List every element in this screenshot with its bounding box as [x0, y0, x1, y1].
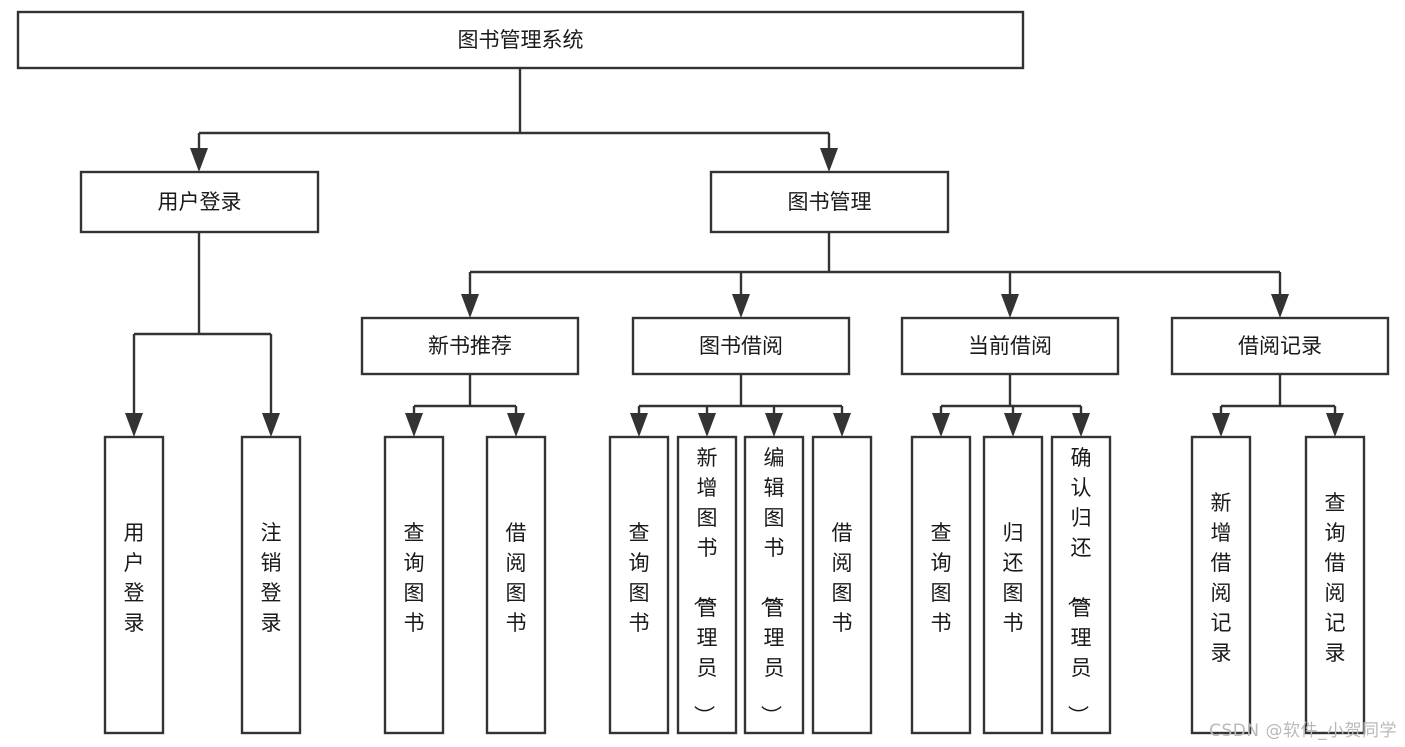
connector-layer — [125, 68, 1344, 437]
edge-book-borrow-to-leaves — [630, 374, 851, 437]
node-label: 查询图书 — [629, 521, 650, 635]
node-label: 新书推荐 — [428, 334, 512, 358]
node-box[interactable] — [900, 316, 1120, 376]
arrow-head-icon — [1271, 294, 1289, 318]
node-user-login[interactable]: 用户登录 — [79, 170, 320, 234]
node-leaf-logout-login[interactable]: 注销登录 — [240, 435, 302, 735]
node-leaf-confirm-return-admin[interactable]: 确认归还（管理员） — [1050, 435, 1112, 735]
node-label: 用户登录 — [124, 521, 145, 635]
node-leaf-edit-book-admin[interactable]: 编辑图书（管理员） — [743, 435, 805, 735]
edge-user-login-to-leaves — [125, 232, 280, 437]
node-leaf-add-book-admin[interactable]: 新增图书（管理员） — [676, 435, 738, 735]
edge-book-management-to-level3 — [461, 232, 1289, 318]
node-label: 新增借阅记录 — [1211, 491, 1232, 665]
arrow-head-icon — [630, 413, 648, 437]
arrow-head-icon — [1212, 413, 1230, 437]
node-leaf-borrow-book-2[interactable]: 借阅图书 — [811, 435, 873, 735]
node-leaf-add-borrow-record[interactable]: 新增借阅记录 — [1190, 435, 1252, 735]
node-label: 借阅图书 — [506, 521, 527, 635]
arrow-head-icon — [190, 148, 208, 172]
node-leaf-query-book-2[interactable]: 查询图书 — [608, 435, 670, 735]
node-box[interactable] — [360, 316, 580, 376]
node-root[interactable]: 图书管理系统 — [16, 10, 1025, 70]
node-box[interactable] — [608, 435, 670, 735]
node-box[interactable] — [1170, 316, 1390, 376]
node-layer: 图书管理系统用户登录图书管理新书推荐图书借阅当前借阅借阅记录用户登录注销登录查询… — [16, 10, 1390, 735]
arrow-head-icon — [125, 413, 143, 437]
node-box[interactable] — [16, 10, 1025, 70]
node-label: 查询图书 — [931, 521, 952, 635]
arrow-head-icon — [405, 413, 423, 437]
node-leaf-query-book-1[interactable]: 查询图书 — [383, 435, 445, 735]
node-label: 借阅图书 — [832, 521, 853, 635]
csdn-watermark: CSDN @软件_小贺同学 — [1209, 721, 1397, 741]
node-label: 查询图书 — [404, 521, 425, 635]
arrow-head-icon — [820, 148, 838, 172]
arrow-head-icon — [262, 413, 280, 437]
arrow-head-icon — [1072, 413, 1090, 437]
node-label: 确认归还（管理员） — [1066, 446, 1092, 726]
node-box[interactable] — [631, 316, 851, 376]
node-box[interactable] — [485, 435, 547, 735]
edge-root-to-level2 — [190, 68, 838, 172]
arrow-head-icon — [1004, 413, 1022, 437]
node-box[interactable] — [811, 435, 873, 735]
node-box[interactable] — [743, 435, 805, 735]
arrow-head-icon — [833, 413, 851, 437]
node-box[interactable] — [910, 435, 972, 735]
arrow-head-icon — [461, 294, 479, 318]
node-box[interactable] — [1190, 435, 1252, 735]
node-label: 借阅记录 — [1238, 334, 1322, 358]
edge-new-book-recommend-to-leaves — [405, 374, 525, 437]
edge-current-borrow-to-leaves — [932, 374, 1090, 437]
arrow-head-icon — [732, 294, 750, 318]
node-leaf-return-book[interactable]: 归还图书 — [982, 435, 1044, 735]
node-label: 图书管理系统 — [458, 28, 584, 52]
node-new-book-recommend[interactable]: 新书推荐 — [360, 316, 580, 376]
node-box[interactable] — [103, 435, 165, 735]
arrow-head-icon — [1001, 294, 1019, 318]
node-leaf-user-login[interactable]: 用户登录 — [103, 435, 165, 735]
arrow-head-icon — [1326, 413, 1344, 437]
node-box[interactable] — [1050, 435, 1112, 735]
node-label: 编辑图书（管理员） — [759, 446, 785, 726]
edge-borrow-record-to-leaves — [1212, 374, 1344, 437]
arrow-head-icon — [507, 413, 525, 437]
node-box[interactable] — [79, 170, 320, 234]
node-book-management[interactable]: 图书管理 — [709, 170, 950, 234]
node-leaf-query-borrow-record[interactable]: 查询借阅记录 — [1304, 435, 1366, 735]
node-label: 当前借阅 — [968, 334, 1052, 358]
node-box[interactable] — [240, 435, 302, 735]
node-label: 注销登录 — [261, 521, 282, 635]
node-box[interactable] — [676, 435, 738, 735]
node-box[interactable] — [982, 435, 1044, 735]
node-box[interactable] — [1304, 435, 1366, 735]
node-label: 新增图书（管理员） — [692, 446, 718, 726]
node-label: 归还图书 — [1003, 521, 1024, 635]
arrow-head-icon — [765, 413, 783, 437]
arrow-head-icon — [932, 413, 950, 437]
node-box[interactable] — [383, 435, 445, 735]
node-label: 图书管理 — [788, 190, 872, 214]
node-label: 查询借阅记录 — [1325, 491, 1346, 665]
node-book-borrow[interactable]: 图书借阅 — [631, 316, 851, 376]
node-leaf-query-book-3[interactable]: 查询图书 — [910, 435, 972, 735]
node-current-borrow[interactable]: 当前借阅 — [900, 316, 1120, 376]
arrow-head-icon — [698, 413, 716, 437]
node-label: 图书借阅 — [699, 334, 783, 358]
node-borrow-record[interactable]: 借阅记录 — [1170, 316, 1390, 376]
node-box[interactable] — [709, 170, 950, 234]
node-leaf-borrow-book-1[interactable]: 借阅图书 — [485, 435, 547, 735]
node-label: 用户登录 — [158, 190, 242, 214]
